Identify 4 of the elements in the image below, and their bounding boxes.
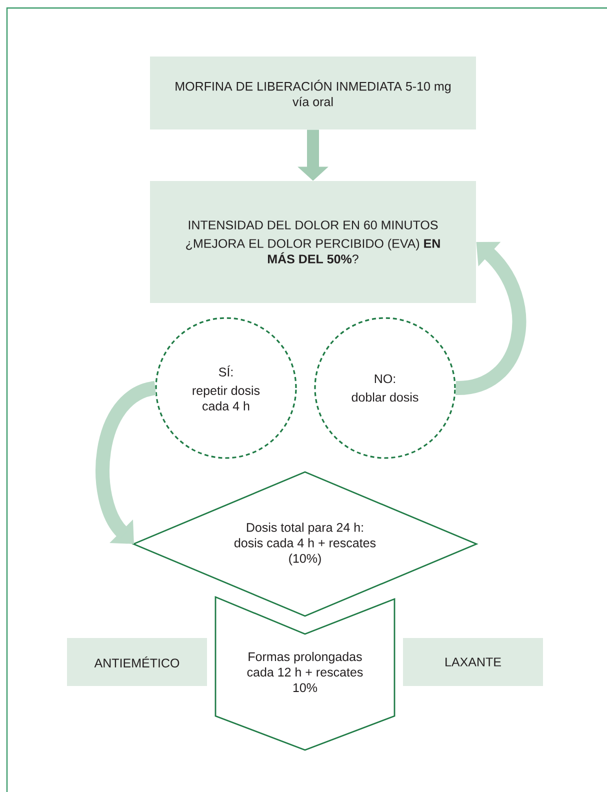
process-box: MORFINA DE LIBERACIÓN INMEDIATA 5-10 mg vía oral xyxy=(150,56,476,130)
process-box: ANTIEMÉTICO xyxy=(67,638,207,686)
process-box: INTENSIDAD DEL DOLOR EN 60 MINUTOS ¿MEJORA EL DOLOR PERCIBIDO (EVA) EN MÁS DEL 50%? xyxy=(150,181,476,303)
process-box: LAXANTE xyxy=(403,638,543,686)
